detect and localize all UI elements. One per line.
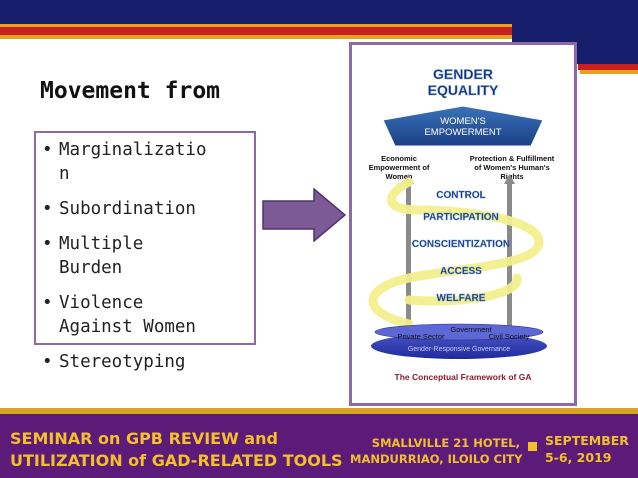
footer-venue-line2: MANDURRIAO, ILOILO CITY <box>350 452 523 466</box>
footer-date-line2: 5-6, 2019 <box>545 450 612 465</box>
gender-equality-framework-diagram: GENDER EQUALITY WOMEN'S EMPOWERMENT Econ… <box>349 42 577 406</box>
bullet-text: Subordination <box>59 199 196 219</box>
footer-seminar-line1: SEMINAR on GPB REVIEW and <box>10 429 278 448</box>
top-stripe-gold <box>0 24 520 27</box>
left-pillar <box>406 182 411 330</box>
right-column-caption-3: Rights <box>500 172 523 181</box>
governance-base-top <box>374 323 544 341</box>
empowerment-roof <box>382 105 544 147</box>
bullet-text: Marginalizatio <box>59 140 207 160</box>
bullet-item-subordination: Subordination <box>40 197 262 221</box>
bullet-text: n <box>59 164 70 184</box>
left-column-caption-2: Empowerment of <box>369 163 430 172</box>
footer-seminar-title: SEMINAR on GPB REVIEW and UTILIZATION of… <box>10 428 343 472</box>
top-stripe-gold-lower <box>0 35 520 39</box>
bullet-text: Multiple <box>59 234 144 254</box>
bullet-text: Against Women <box>59 317 196 337</box>
base-governance: Gender-Responsive Governance <box>408 346 510 353</box>
footer-separator-square <box>528 442 537 451</box>
base-civil-society: Civil Society <box>489 332 530 341</box>
bullet-item-violence: Violence Against Women <box>40 291 262 339</box>
right-pillar <box>507 182 512 330</box>
left-column-caption-3: Women <box>386 172 413 181</box>
left-column-caption-1: Economic <box>381 154 417 163</box>
roof-text-line1: WOMEN'S <box>440 116 486 127</box>
slide-title: Movement from <box>40 78 221 104</box>
right-column-caption-2: of Women's Human's <box>474 163 550 172</box>
top-stripe-red <box>0 27 520 35</box>
right-arrow-icon <box>262 188 346 242</box>
roof-text-line2: EMPOWERMENT <box>424 127 501 138</box>
level-access: ACCESS <box>440 266 482 277</box>
right-column-caption-1: Protection & Fulfillment <box>470 154 555 163</box>
bullet-text: Stereotyping <box>59 352 186 372</box>
footer-venue: SMALLVILLE 21 HOTEL, MANDURRIAO, ILOILO … <box>350 435 523 467</box>
level-participation: PARTICIPATION <box>423 212 499 223</box>
bullet-list: Marginalizatio n Subordination Multiple … <box>40 138 262 385</box>
top-right-stripe-red <box>578 64 638 70</box>
spiral-band <box>368 177 544 329</box>
bullet-item-stereotyping: Stereotyping <box>40 350 262 374</box>
diagram-header-line1: GENDER <box>433 66 493 82</box>
right-pillar-arrowhead <box>504 174 515 184</box>
footer-seminar-line2: UTILIZATION of GAD-RELATED TOOLS <box>10 451 343 470</box>
diagram-caption: The Conceptual Framework of GA <box>395 372 532 382</box>
footer-venue-line1: SMALLVILLE 21 HOTEL, <box>371 436 520 450</box>
bullet-item-multiple-burden: Multiple Burden <box>40 232 262 280</box>
top-stripe-navy <box>0 0 638 24</box>
footer-date-line1: SEPTEMBER <box>545 433 629 448</box>
bullet-item-marginalization: Marginalizatio n <box>40 138 262 186</box>
governance-base-body <box>371 333 547 359</box>
diagram-header-line2: EQUALITY <box>428 82 499 98</box>
bullet-text: Burden <box>59 258 123 278</box>
base-private-sector: Private Sector <box>397 332 445 341</box>
footer-gold-rule <box>0 408 638 414</box>
level-welfare: WELFARE <box>437 293 486 304</box>
footer-date: SEPTEMBER 5-6, 2019 <box>545 432 629 466</box>
level-control: CONTROL <box>436 190 485 201</box>
base-government: Government <box>450 325 492 334</box>
bullet-text: Violence <box>59 293 144 313</box>
top-right-stripe-gold <box>580 70 638 74</box>
level-conscientization: CONSCIENTIZATION <box>412 239 510 250</box>
